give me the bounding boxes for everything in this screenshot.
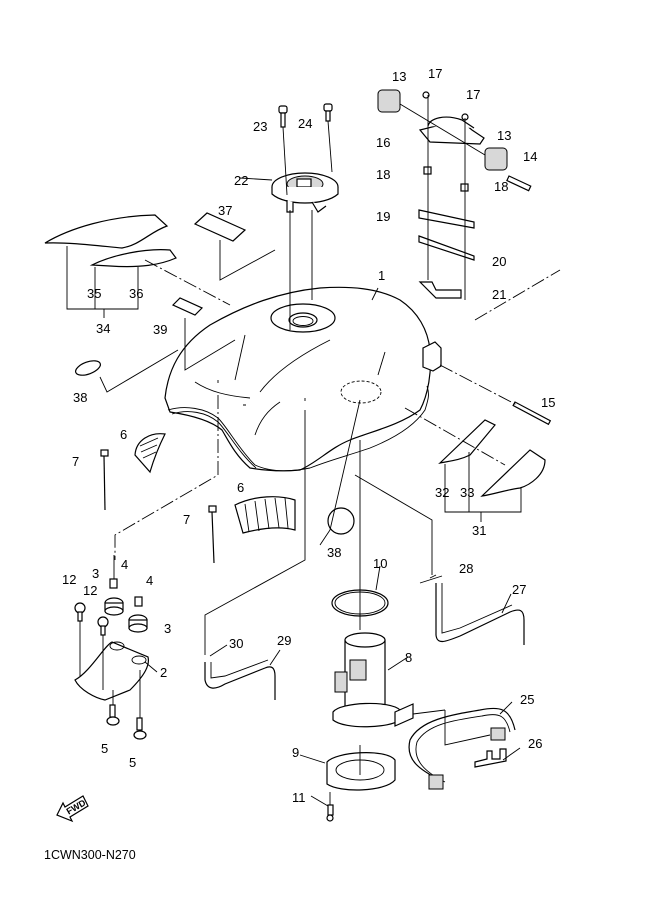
plug-38-lower [319, 399, 361, 546]
pump-flange-9 [326, 745, 396, 791]
callout-2: 2 [160, 665, 168, 680]
callout-28: 28 [459, 561, 474, 576]
fuel-tank-part [164, 286, 442, 472]
callout-5: 5 [129, 755, 137, 770]
bolts-5 [106, 670, 147, 740]
side-cover-set-34 [44, 214, 231, 318]
filler-cap-part [271, 172, 339, 330]
tie-band-7-upper [100, 449, 109, 511]
callout-13: 13 [392, 69, 407, 84]
callout-27: 27 [512, 582, 527, 597]
callout-1: 1 [378, 268, 386, 283]
damper-3-right [128, 614, 148, 633]
collar-4-right [134, 596, 143, 607]
callout-18: 18 [376, 167, 391, 182]
fuel-hose-25 [408, 707, 516, 790]
callout-21: 21 [492, 287, 507, 302]
bolt-15 [439, 364, 552, 426]
callout-37: 37 [218, 203, 233, 218]
callout-15: 15 [541, 395, 556, 410]
bolt-24-part [323, 103, 333, 173]
callout-7: 7 [183, 512, 191, 527]
hose-clip-26 [474, 748, 507, 768]
callout-39: 39 [153, 322, 168, 337]
callout-35: 35 [87, 286, 102, 301]
hinge-bracket-assembly [377, 89, 561, 321]
mount-bracket-2 [74, 641, 150, 701]
protector-6-upper [134, 433, 166, 474]
tie-band-7-lower [208, 505, 217, 564]
callout-25: 25 [520, 692, 535, 707]
callout-13: 13 [497, 128, 512, 143]
forward-direction-arrow [56, 795, 89, 823]
callout-38: 38 [327, 545, 342, 560]
callout-30: 30 [229, 636, 244, 651]
callout-4: 4 [146, 573, 154, 588]
breather-hose-27 [354, 474, 525, 645]
callout-32: 32 [435, 485, 450, 500]
callout-17: 17 [466, 87, 481, 102]
callout-36: 36 [129, 286, 144, 301]
side-cover-set-31 [404, 407, 546, 522]
callout-6: 6 [237, 480, 245, 495]
callout-33: 33 [460, 485, 475, 500]
callout-8: 8 [405, 650, 413, 665]
callout-24: 24 [298, 116, 313, 131]
callout-7: 7 [72, 454, 80, 469]
callout-11: 11 [292, 790, 306, 805]
fuel-pump-8 [332, 632, 446, 728]
callout-26: 26 [528, 736, 543, 751]
callout-6: 6 [120, 427, 128, 442]
breather-hose-29 [204, 410, 306, 700]
bolt-23-part [278, 105, 288, 196]
callout-38: 38 [73, 390, 88, 405]
plug-38-upper [75, 349, 179, 393]
collar-4-left [109, 578, 118, 589]
callout-14: 14 [523, 149, 538, 164]
callout-10: 10 [373, 556, 388, 571]
screws-12 [74, 602, 109, 690]
callout-9: 9 [292, 745, 300, 760]
callout-19: 19 [376, 209, 391, 224]
damper-3-left [104, 597, 124, 616]
diagram-reference-code: 1CWN300-N270 [44, 848, 136, 862]
callout-20: 20 [492, 254, 507, 269]
o-ring-10 [331, 440, 389, 630]
callout-23: 23 [253, 119, 268, 134]
caution-label-39 [171, 297, 236, 371]
callout-18: 18 [494, 179, 509, 194]
callout-34: 34 [96, 321, 111, 336]
bolt-11 [326, 792, 334, 822]
callout-3: 3 [92, 566, 100, 581]
callout-29: 29 [277, 633, 292, 648]
protector-6-lower [234, 496, 296, 534]
callout-4: 4 [121, 557, 129, 572]
callout-16: 16 [376, 135, 391, 150]
callout-12: 12 [62, 572, 77, 587]
callout-12: 12 [83, 583, 98, 598]
callout-31: 31 [472, 523, 487, 538]
callout-17: 17 [428, 66, 443, 81]
caution-label-37 [193, 212, 276, 281]
callout-22: 22 [234, 173, 249, 188]
callout-leaders [144, 177, 521, 807]
callout-3: 3 [164, 621, 172, 636]
callout-5: 5 [101, 741, 109, 756]
